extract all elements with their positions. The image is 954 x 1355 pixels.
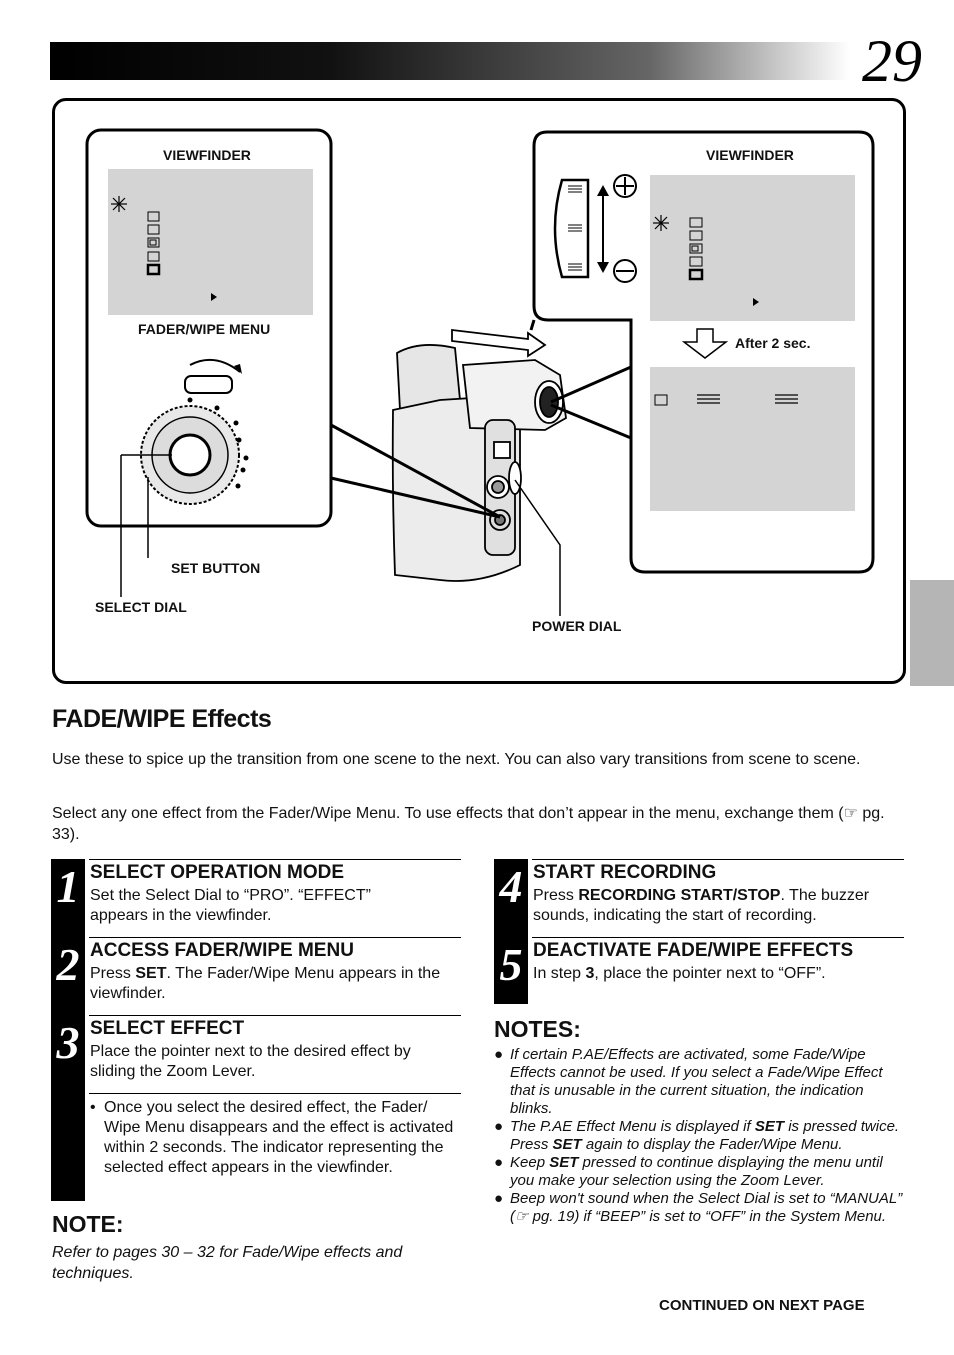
left-viewfinder-screen — [108, 169, 313, 315]
step-5-title: DEACTIVATE FADE/WIPE EFFECTS — [533, 940, 854, 961]
page-number: 29 — [862, 28, 922, 94]
indicator-bars-icon — [697, 394, 798, 404]
continued-label: CONTINUED ON NEXT PAGE — [659, 1297, 865, 1314]
left-viewfinder-label: VIEWFINDER — [163, 147, 251, 163]
notes-item: ● Beep won't sound when the Select Dial … — [494, 1190, 903, 1225]
section-title: FADE/WIPE Effects — [52, 705, 272, 733]
left-sparkle-icon — [111, 196, 127, 212]
step-3-bullet: •Once you select the desired effect, the… — [90, 1099, 454, 1176]
step-3-title: SELECT EFFECT — [90, 1018, 245, 1039]
down-arrow-icon — [681, 328, 729, 359]
header-bar — [50, 42, 850, 80]
step-4-rule — [532, 859, 904, 860]
notes-item: ● Keep SET pressed to continue displayin… — [494, 1154, 883, 1189]
step-number-4: 4 — [494, 859, 528, 915]
section-tab — [910, 580, 954, 686]
step-2-rule — [89, 937, 461, 938]
camcorder-figure — [85, 128, 875, 616]
step-3-body: Place the pointer next to the desired ef… — [90, 1043, 411, 1080]
select-dial-label: SELECT DIAL — [95, 599, 187, 615]
set-button-label: SET BUTTON — [171, 560, 261, 576]
step-number-5: 5 — [494, 937, 528, 993]
step-number-1: 1 — [51, 859, 85, 915]
step-number-3: 3 — [51, 1015, 85, 1071]
notes-title: NOTES: — [494, 1016, 581, 1042]
right-sparkle-icon — [653, 215, 669, 231]
step-4-title: START RECORDING — [533, 862, 717, 883]
right-viewfinder-screen — [650, 175, 855, 321]
step-3-rule — [89, 1015, 461, 1016]
dial-button-icon — [184, 375, 233, 394]
note-text: Refer to pages 30 – 32 for Fade/Wipe eff… — [52, 1244, 403, 1282]
step-2-title: ACCESS FADER/WIPE MENU — [90, 940, 354, 961]
intro-paragraph-2: Select any one effect from the Fader/Wip… — [52, 805, 885, 843]
dial-arrow-icon — [189, 358, 241, 373]
right-viewfinder-label: VIEWFINDER — [706, 147, 794, 163]
step-3-sub-rule — [89, 1093, 461, 1094]
result-viewfinder-screen — [650, 367, 855, 511]
dial-dots — [187, 397, 249, 489]
right-panel-box — [532, 130, 875, 574]
note-title: NOTE: — [52, 1211, 124, 1237]
right-pointer-icon — [753, 298, 759, 306]
intro-paragraph-1: Use these to spice up the transition fro… — [52, 751, 861, 768]
step-1-title: SELECT OPERATION MODE — [90, 862, 345, 883]
set-button-icon — [168, 433, 212, 477]
right-menu-icons — [688, 217, 704, 281]
left-panel-box — [85, 128, 333, 528]
power-dial-label: POWER DIAL — [532, 618, 622, 634]
notes-list: ● If certain P.AE/Effects are activated,… — [494, 1046, 904, 1226]
step-1-rule — [89, 859, 461, 860]
after-2-sec-label: After 2 sec. — [735, 335, 811, 351]
fader-wipe-menu-label: FADER/WIPE MENU — [138, 321, 271, 337]
step-4-body: Press RECORDING START/STOP. The buzzer s… — [533, 887, 870, 924]
step-5-rule — [532, 937, 904, 938]
left-pointer-icon — [211, 293, 217, 301]
left-menu-icons — [146, 211, 161, 276]
step-number-2: 2 — [51, 937, 85, 993]
step-2-body: Press SET. The Fader/Wipe Menu appears i… — [90, 965, 441, 1002]
camcorder-icon — [391, 328, 567, 582]
notes-item: ● If certain P.AE/Effects are activated,… — [494, 1046, 883, 1117]
notes-item: ● The P.AE Effect Menu is displayed if S… — [494, 1118, 900, 1153]
step-5-body: In step 3, place the pointer next to “OF… — [533, 965, 826, 982]
step-1-body: Set the Select Dial to “PRO”. “EFFECT” a… — [90, 887, 371, 924]
